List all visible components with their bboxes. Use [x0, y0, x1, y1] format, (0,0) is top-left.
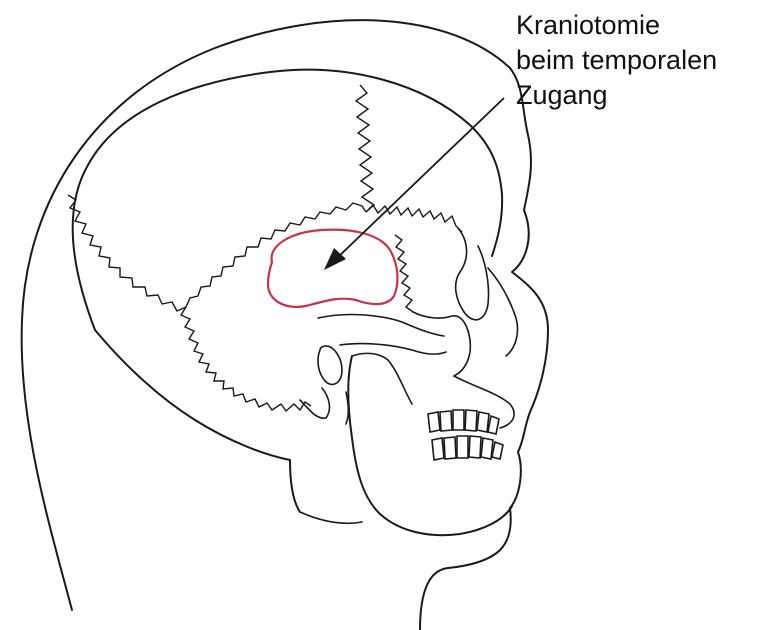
head-outline [22, 20, 548, 630]
zygomatic-arch-lower [340, 344, 446, 355]
mandible-lower-edge [300, 512, 362, 523]
skull-occipital [95, 330, 300, 512]
craniotomy-outline [268, 230, 397, 307]
coronal-suture [356, 85, 374, 212]
craniotomy-label-line-3: Zugang [516, 78, 756, 113]
external-ear-canal [318, 346, 342, 384]
craniotomy-label-line-2: beim temporalen [516, 43, 756, 78]
annotation-arrow-head [324, 248, 346, 270]
annotation-arrow-shaft [336, 98, 504, 259]
craniotomy-label: Kraniotomie beim temporalen Zugang [516, 8, 756, 113]
squamosal-suture-lower [181, 307, 311, 411]
zygomatic-bone [413, 312, 470, 376]
mandible-ramus [352, 353, 412, 404]
orbit [456, 228, 489, 320]
craniotomy-label-line-1: Kraniotomie [516, 8, 756, 43]
lambdoid-suture [68, 195, 186, 311]
lower-teeth [432, 436, 503, 460]
nasal-bone [488, 268, 518, 356]
skull-vault [73, 70, 503, 330]
zygomatic-arch [318, 315, 444, 336]
sphenoparietal-suture [366, 205, 462, 232]
upper-teeth [428, 410, 499, 434]
